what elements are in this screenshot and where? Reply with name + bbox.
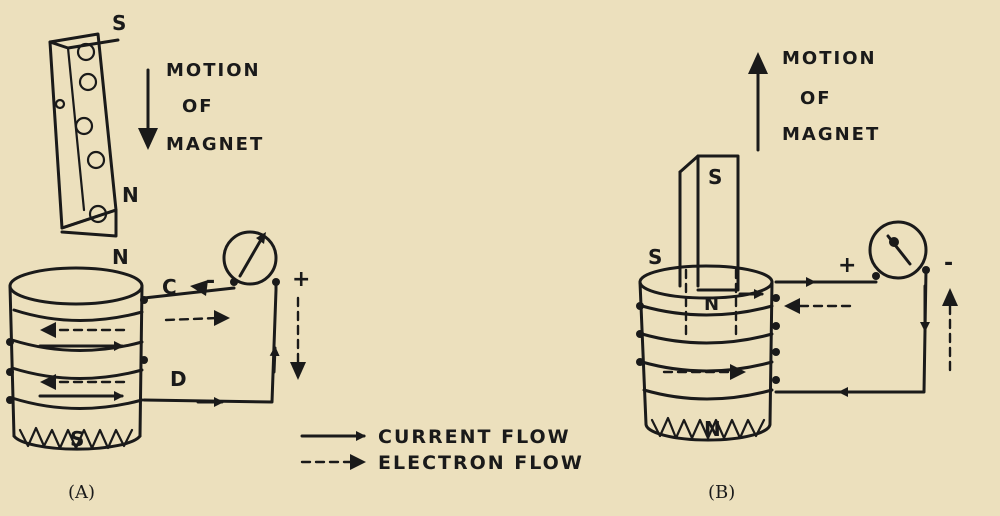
meter-b-minus: - <box>944 251 955 276</box>
magnet-a-bottom-pole: N <box>122 183 141 207</box>
wire-c <box>142 286 236 300</box>
coil-b <box>636 264 780 442</box>
galvanometer-b <box>868 220 930 280</box>
motion-label-a-line3: MAGNET <box>166 134 264 155</box>
galvanometer-a <box>222 230 280 286</box>
meter-b-plus: + <box>838 253 858 278</box>
legend-electron-label: ELECTRON FLOW <box>378 452 584 474</box>
wire-b-bottom <box>774 268 928 394</box>
meter-a-minus: - <box>206 269 217 294</box>
legend-current-label: CURRENT FLOW <box>378 426 571 448</box>
coil-a <box>6 266 148 451</box>
magnet-b-pole: S <box>708 165 724 189</box>
caption-b: (B) <box>708 482 735 503</box>
caption-a: (A) <box>68 482 95 503</box>
coil-a-bottom-pole: S <box>70 427 86 451</box>
legend: CURRENT FLOW ELECTRON FLOW <box>300 426 584 474</box>
meter-a-plus: + <box>292 267 312 292</box>
motion-label-b-line3: MAGNET <box>782 124 880 145</box>
motion-label-b-line1: MOTION <box>782 48 877 69</box>
panel-a: S N MOTION OF MAGNET <box>6 11 312 503</box>
coil-b-bottom-pole: N <box>704 417 723 441</box>
coil-b-top-pole: S <box>648 245 664 269</box>
magnet-a-top-pole: S <box>112 11 128 35</box>
motion-label-a-line1: MOTION <box>166 60 261 81</box>
wire-d-label: D <box>170 367 189 391</box>
panel-b: MOTION OF MAGNET S <box>636 48 958 503</box>
wire-c-label: C <box>162 275 179 299</box>
bar-magnet-a <box>48 32 120 238</box>
wire-d <box>142 282 278 404</box>
magnet-b-lower-pole: N <box>704 294 721 315</box>
motion-label-a-line2: OF <box>182 96 214 117</box>
coil-a-top-pole: N <box>112 245 131 269</box>
motion-label-b-line2: OF <box>800 88 832 109</box>
